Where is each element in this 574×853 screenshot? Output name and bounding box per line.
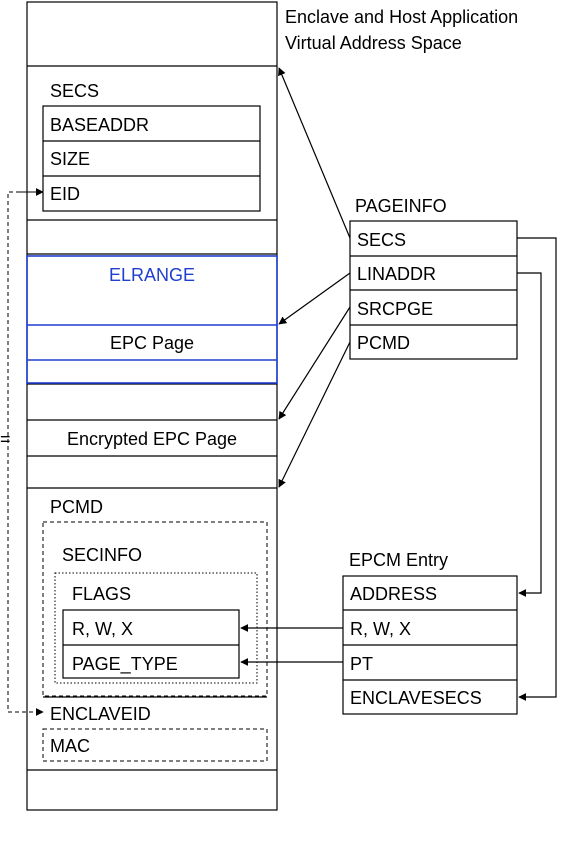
epcm-field-enclavesecs: ENCLAVESECS — [350, 688, 482, 708]
linaddr-pointer-arrow — [278, 272, 351, 325]
secs-label: SECS — [50, 81, 99, 101]
pageinfo-box — [349, 220, 518, 360]
flags-field-rwx: R, W, X — [72, 619, 133, 639]
pageinfo-field-srcpge: SRCPGE — [357, 299, 433, 319]
secinfo-label: SECINFO — [62, 545, 142, 565]
pcmd-pointer-arrow — [278, 341, 351, 488]
enclaveid-label: ENCLAVEID — [50, 704, 151, 724]
eid-to-enclaveid-arrow — [7, 191, 44, 716]
elrange-label: ELRANGE — [109, 265, 195, 285]
epcm-field-address: ADDRESS — [350, 584, 437, 604]
address-space-outline — [26, 1, 278, 811]
encrypted-epc-page-label: Encrypted EPC Page — [67, 429, 237, 449]
left-margin-mark: = — [0, 429, 11, 449]
pageinfo-title: PAGEINFO — [355, 196, 447, 216]
secs-field-baseaddr: BASEADDR — [50, 115, 149, 135]
secs-to-enclavesecs-arrow — [517, 237, 557, 701]
epcm-field-rwx: R, W, X — [350, 619, 411, 639]
secs-field-size: SIZE — [50, 149, 90, 169]
diagram-title-line1: Enclave and Host Application — [285, 7, 518, 27]
linaddr-to-address-arrow — [517, 272, 542, 597]
secinfo-box — [42, 521, 268, 697]
epcm-entry-box — [342, 575, 518, 715]
srcpge-pointer-arrow — [278, 306, 351, 420]
pcmd-label: PCMD — [50, 497, 103, 517]
secs-pointer-arrow — [278, 67, 351, 239]
pageinfo-field-pcmd: PCMD — [357, 333, 410, 353]
elrange-box — [26, 255, 278, 384]
diagram-title-line2: Virtual Address Space — [285, 33, 462, 53]
pageinfo-arrows — [278, 67, 557, 701]
secs-field-eid: EID — [50, 184, 80, 204]
pageinfo-field-linaddr: LINADDR — [357, 264, 436, 284]
mac-label: MAC — [50, 736, 90, 756]
address-space-column — [26, 1, 278, 811]
epcm-arrows — [240, 624, 343, 666]
epcm-entry-title: EPCM Entry — [349, 550, 448, 570]
secs-fields-box — [42, 105, 261, 212]
flags-fields-box — [62, 609, 240, 679]
flags-label: FLAGS — [72, 584, 131, 604]
epcm-field-pt: PT — [350, 654, 373, 674]
epc-page-label: EPC Page — [110, 333, 194, 353]
flags-field-page-type: PAGE_TYPE — [72, 654, 178, 675]
pageinfo-field-secs: SECS — [357, 230, 406, 250]
mac-box — [42, 728, 268, 762]
